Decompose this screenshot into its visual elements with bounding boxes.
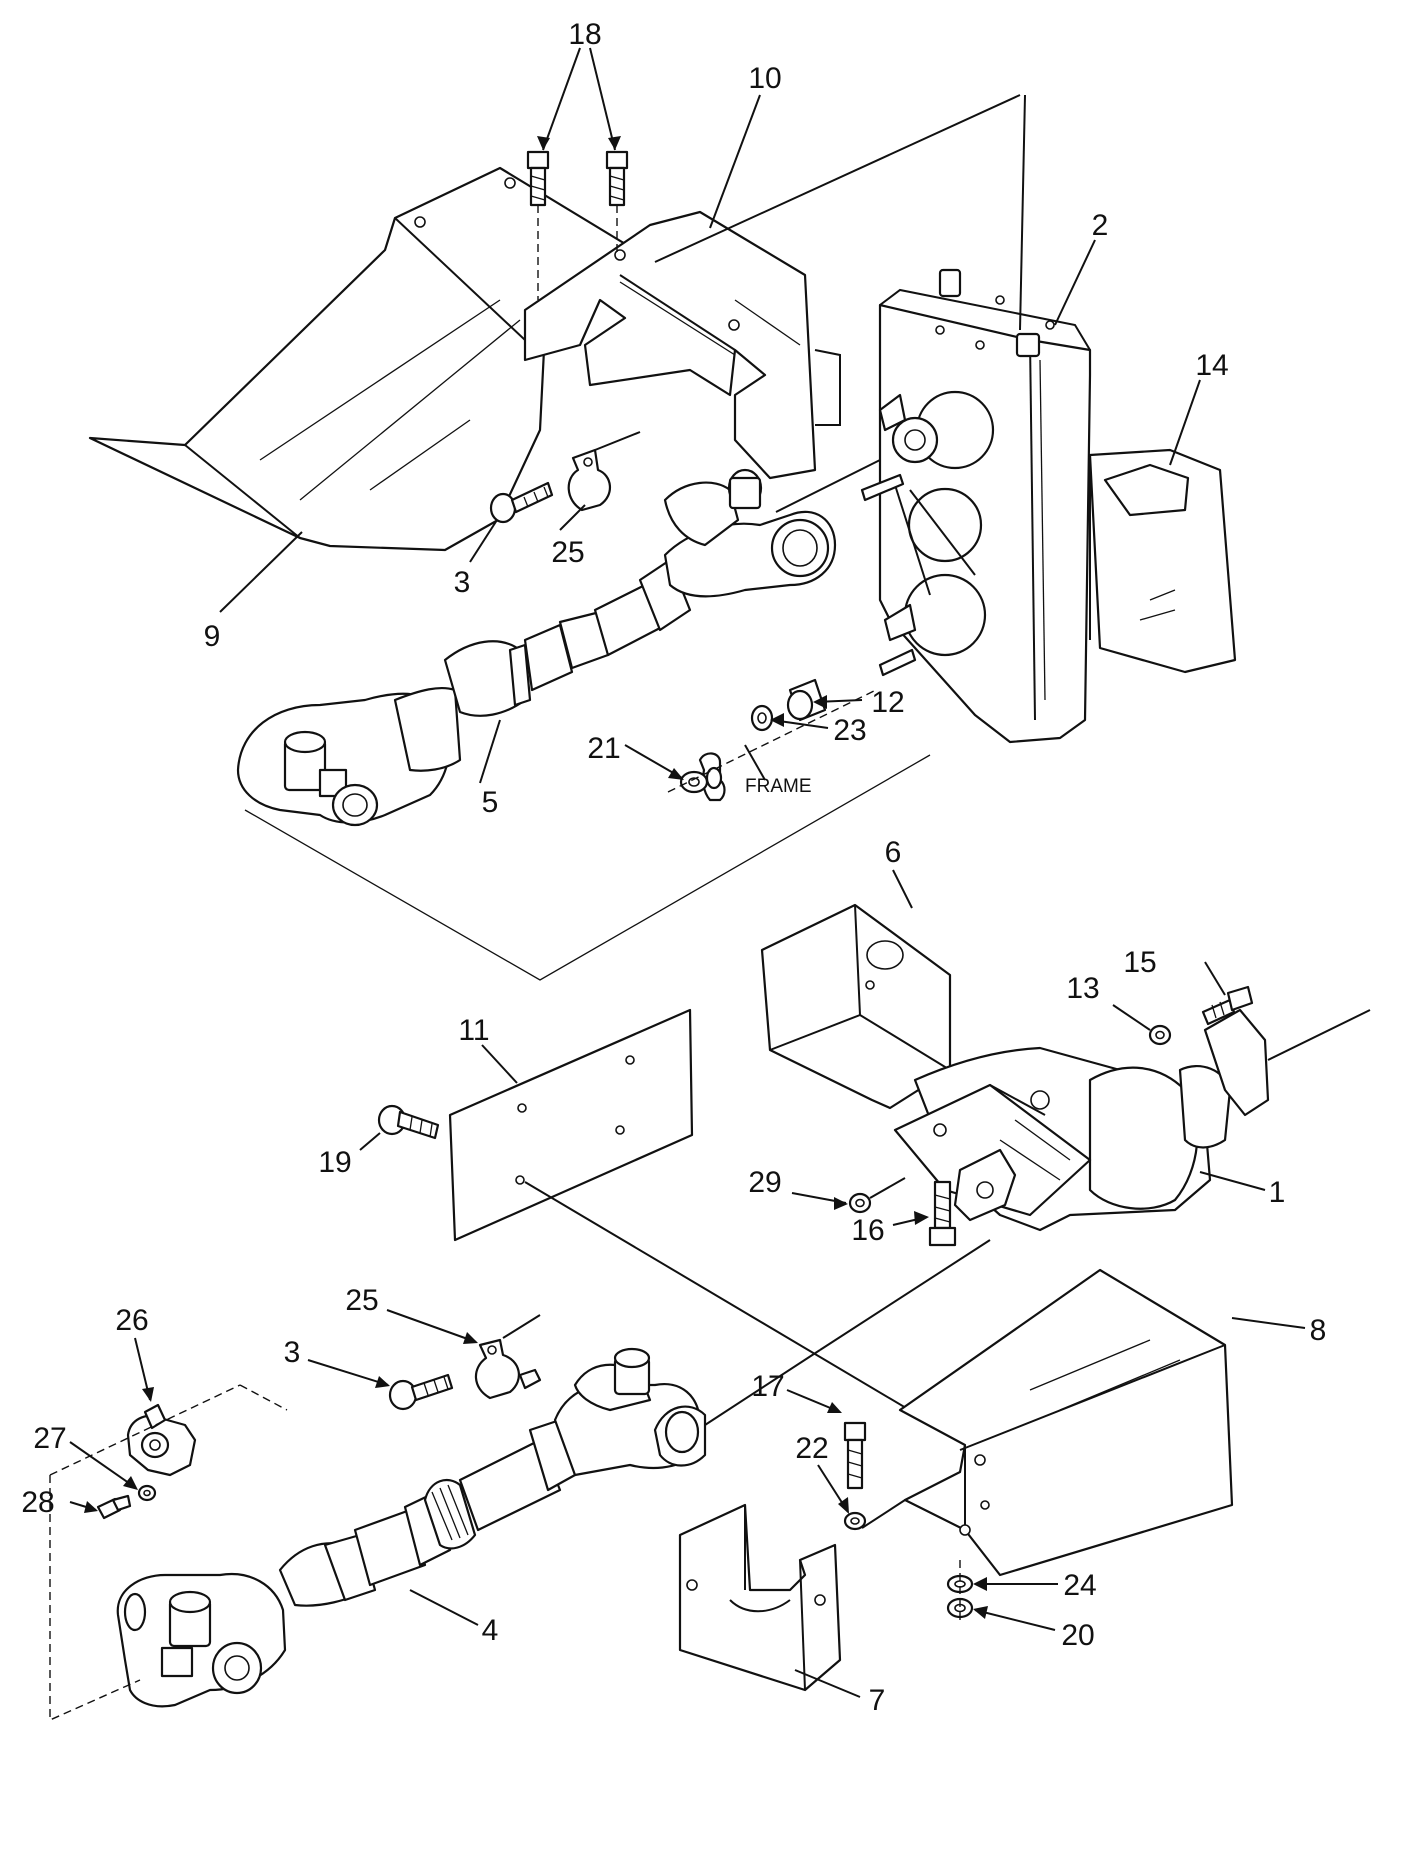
bolt-part-19: [377, 1104, 440, 1140]
gearbox-part-2: [860, 268, 1092, 744]
callout-3-upper: 3: [454, 566, 471, 599]
callout-25-upper: 25: [551, 536, 584, 569]
callout-23: 23: [833, 714, 866, 747]
cover-part-14: [1088, 448, 1237, 674]
callout-14: 14: [1195, 349, 1228, 382]
bolt-part-3-upper: [489, 481, 554, 524]
callout-9: 9: [204, 620, 221, 653]
frame-mount-hardware: [667, 678, 877, 802]
drive-shaft-part-4: [116, 1239, 991, 1708]
clamp-part-25-upper: [567, 431, 641, 512]
callout-10: 10: [748, 62, 781, 95]
callout-8: 8: [1310, 1314, 1327, 1347]
callout-2: 2: [1092, 209, 1109, 242]
callout-20: 20: [1061, 1619, 1094, 1652]
callout-labels: 18 10 2 14 9 3 25 5 21 23 12 6 15 13 11 …: [21, 18, 1326, 1717]
guard-part-6: [760, 903, 952, 1110]
callout-18: 18: [568, 18, 601, 51]
callout-24: 24: [1063, 1569, 1096, 1602]
bolt-part-15: [1201, 985, 1254, 1026]
clamp-part-25-lower: [474, 1314, 542, 1400]
bolt-part-3-lower: [388, 1373, 454, 1411]
leader-lines: [69, 47, 1306, 1698]
callout-28: 28: [21, 1486, 54, 1519]
callout-26: 26: [115, 1304, 148, 1337]
callout-7: 7: [869, 1684, 886, 1717]
callout-12: 12: [871, 686, 904, 719]
nut-part-29: [848, 1177, 906, 1214]
callout-3-lower: 3: [284, 1336, 301, 1369]
shield-part-9: [88, 166, 657, 552]
callout-6: 6: [885, 836, 902, 869]
nut-part-20: [946, 1560, 974, 1625]
callout-15: 15: [1123, 946, 1156, 979]
callout-16: 16: [851, 1214, 884, 1247]
callout-1: 1: [1269, 1176, 1286, 1209]
shield-part-8: [898, 1268, 1234, 1577]
callout-22: 22: [795, 1432, 828, 1465]
plate-part-11: [448, 1008, 961, 1441]
drive-shaft-part-5: [236, 459, 881, 827]
bolt-part-18: [526, 150, 629, 300]
callout-4: 4: [482, 1614, 499, 1647]
bolt-part-17: [843, 1421, 867, 1490]
callout-13: 13: [1066, 972, 1099, 1005]
explode-lines-lower: [49, 1475, 141, 1722]
callout-19: 19: [318, 1146, 351, 1179]
callout-5: 5: [482, 786, 499, 819]
callout-29: 29: [748, 1166, 781, 1199]
coupler-part-1: [893, 1008, 1371, 1232]
yoke-part-26: [49, 1384, 288, 1477]
frame-label: FRAME: [745, 776, 812, 797]
bolt-part-28: [96, 1494, 132, 1520]
callout-21: 21: [587, 732, 620, 765]
nut-part-13: [1148, 1024, 1172, 1046]
explode-lines-upper: [244, 94, 1026, 981]
guard-part-7: [678, 1503, 842, 1692]
washer-part-22: [843, 1499, 906, 1531]
callout-27: 27: [33, 1422, 66, 1455]
shield-part-10: [523, 210, 841, 480]
callout-17: 17: [751, 1370, 784, 1403]
callout-25-lower: 25: [345, 1284, 378, 1317]
washer-part-27: [137, 1484, 157, 1502]
callout-11: 11: [458, 1014, 489, 1047]
bolt-part-16: [928, 1180, 957, 1247]
